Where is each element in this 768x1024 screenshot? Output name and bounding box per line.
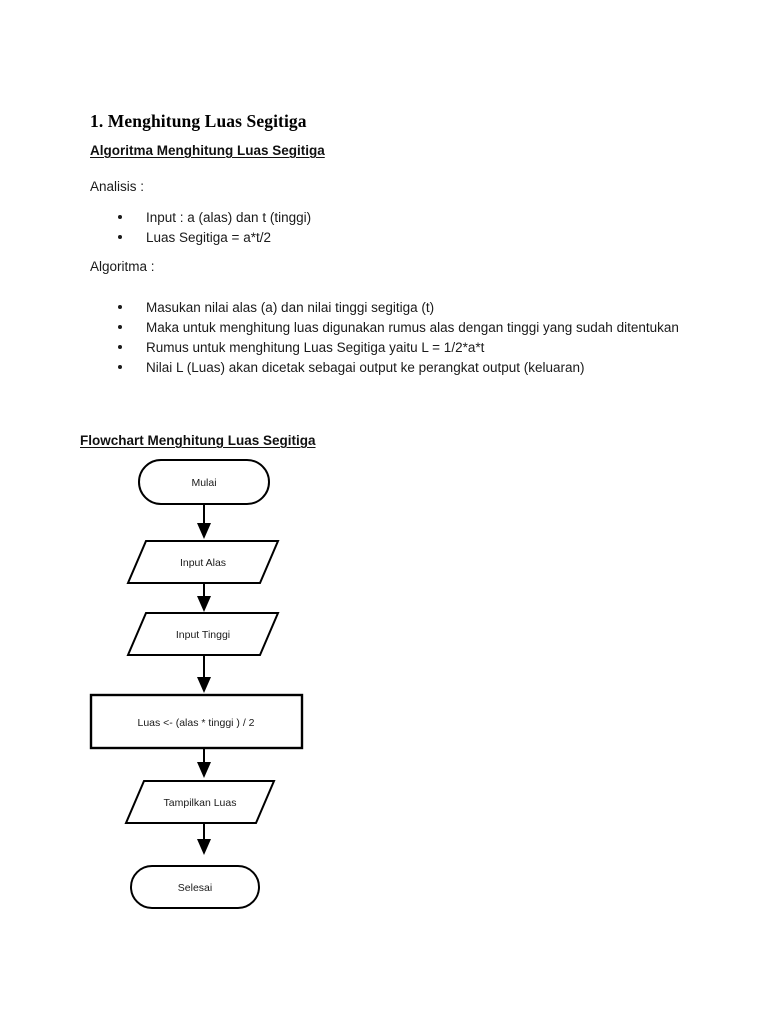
- flowchart-node-selesai: Selesai: [130, 865, 260, 909]
- list-item-label: Nilai L (Luas) akan dicetak sebagai outp…: [146, 360, 585, 375]
- list-item: Maka untuk menghitung luas digunakan rum…: [118, 318, 688, 337]
- list-item-label: Maka untuk menghitung luas digunakan rum…: [146, 320, 679, 335]
- list-item: Rumus untuk menghitung Luas Segitiga yai…: [118, 338, 688, 357]
- flowchart-node-label: Tampilkan Luas: [164, 797, 237, 809]
- list-item-label: Input : a (alas) dan t (tinggi): [146, 210, 312, 225]
- flowchart-connector-input-tinggi-hitung-luas: [197, 655, 211, 693]
- bullet-dot-icon: [118, 365, 122, 369]
- flowchart-node-input-tinggi: Input Tinggi: [126, 612, 280, 656]
- flowchart-node-mulai: Mulai: [138, 459, 270, 505]
- bullet-dot-icon: [118, 305, 122, 309]
- bullet-dot-icon: [118, 215, 122, 219]
- flowchart-node-input-alas: Input Alas: [126, 540, 280, 584]
- list-item-label: Luas Segitiga = a*t/2: [146, 230, 271, 245]
- flowchart-connector-tampilkan-selesai: [197, 823, 211, 855]
- algoritma-label: Algoritma :: [90, 259, 155, 274]
- list-item: Luas Segitiga = a*t/2: [118, 228, 678, 247]
- flowchart-connector-mulai-input-alas: [197, 504, 211, 539]
- list-item: Masukan nilai alas (a) dan nilai tinggi …: [118, 298, 688, 317]
- flowchart-node-label: Mulai: [191, 477, 216, 489]
- list-item-label: Masukan nilai alas (a) dan nilai tinggi …: [146, 300, 435, 315]
- flowchart-node-label: Luas <- (alas * tinggi ) / 2: [137, 717, 254, 729]
- section-heading-algoritma: Algoritma Menghitung Luas Segitiga: [90, 143, 325, 158]
- flowchart-connector-input-alas-input-tinggi: [197, 583, 211, 612]
- flowchart-node-label: Input Tinggi: [176, 629, 230, 641]
- list-item: Nilai L (Luas) akan dicetak sebagai outp…: [118, 358, 688, 377]
- list-item: Input : a (alas) dan t (tinggi): [118, 208, 678, 227]
- list-item-label: Rumus untuk menghitung Luas Segitiga yai…: [146, 340, 485, 355]
- analisis-label: Analisis :: [90, 179, 145, 194]
- algoritma-bullet-list: Masukan nilai alas (a) dan nilai tinggi …: [118, 298, 688, 378]
- bullet-dot-icon: [118, 235, 122, 239]
- flowchart-connector-hitung-luas-tampilkan: [197, 748, 211, 778]
- bullet-dot-icon: [118, 345, 122, 349]
- bullet-dot-icon: [118, 325, 122, 329]
- flowchart-node-hitung-luas: Luas <- (alas * tinggi ) / 2: [89, 693, 304, 750]
- analisis-bullet-list: Input : a (alas) dan t (tinggi) Luas Seg…: [118, 208, 678, 248]
- page-title: 1. Menghitung Luas Segitiga: [90, 111, 307, 131]
- flowchart-node-label: Selesai: [178, 882, 212, 894]
- flowchart-diagram: Mulai Input Alas Input Tinggi: [80, 452, 340, 922]
- flowchart-node-tampilkan: Tampilkan Luas: [124, 780, 276, 824]
- section-heading-flowchart: Flowchart Menghitung Luas Segitiga: [80, 433, 316, 448]
- flowchart-node-label: Input Alas: [180, 557, 226, 569]
